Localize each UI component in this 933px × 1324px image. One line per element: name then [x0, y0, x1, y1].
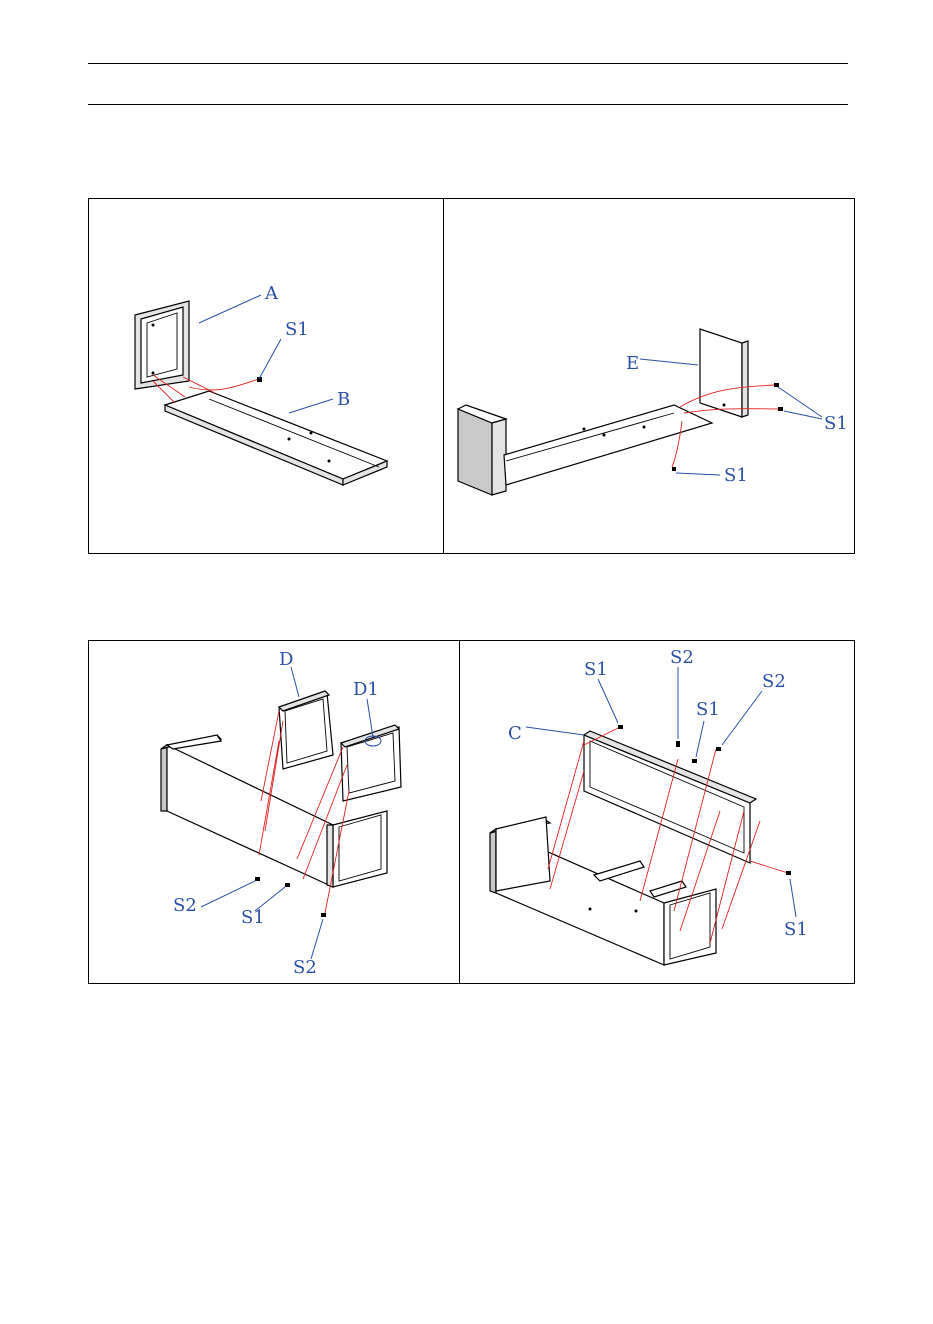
step-3-diagram: D D1 S2 S1 S2	[89, 641, 459, 983]
label-e: E	[626, 353, 639, 374]
screw-s1-left-icon	[618, 725, 623, 729]
header-rule-bottom	[88, 104, 848, 105]
screw-s2-top-icon	[676, 741, 680, 747]
label-c: C	[508, 723, 522, 744]
label-s1-left: S1	[584, 659, 608, 680]
step-3-diagram-panel: D D1 S2 S1 S2	[88, 640, 460, 984]
step-4-diagram-panel: S1 S2 S1 S2 C S1	[459, 640, 855, 984]
label-s1-mid: S1	[696, 699, 720, 720]
screw-s2-bottom-icon	[321, 913, 326, 917]
label-a: A	[264, 283, 279, 304]
screw-s2-right-icon	[716, 747, 721, 751]
label-s2-bottom: S2	[293, 957, 317, 978]
screw-s1-mid-icon	[692, 759, 697, 763]
step-4-diagram: S1 S2 S1 S2 C S1	[460, 641, 854, 983]
label-b: B	[337, 389, 350, 410]
label-s2-top: S2	[670, 647, 694, 668]
label-s1-right: S1	[824, 413, 848, 434]
label-s1: S1	[285, 319, 309, 340]
screw-s1-top-icon	[774, 383, 779, 387]
screw-s1-bottom-icon	[672, 467, 676, 471]
step-2-diagram-panel: E S1 S1	[443, 198, 855, 554]
screw-s2-left-icon	[255, 877, 260, 881]
step-2-diagram: E S1 S1	[444, 199, 854, 553]
label-s1-bottom: S1	[784, 919, 808, 940]
label-s1: S1	[241, 907, 265, 928]
header-rule-top	[88, 63, 848, 64]
screw-s1-right-icon	[778, 407, 783, 411]
label-d: D	[279, 649, 293, 670]
label-s1-bottom: S1	[724, 465, 748, 486]
step-1-diagram: A S1 B	[89, 199, 443, 553]
label-s2-left: S2	[173, 895, 197, 916]
step-1-diagram-panel: A S1 B	[88, 198, 444, 554]
label-d1: D1	[353, 679, 379, 700]
screw-s1-icon	[285, 883, 290, 887]
screw-s1-bottom-icon	[786, 871, 791, 875]
label-s2-right: S2	[762, 671, 786, 692]
